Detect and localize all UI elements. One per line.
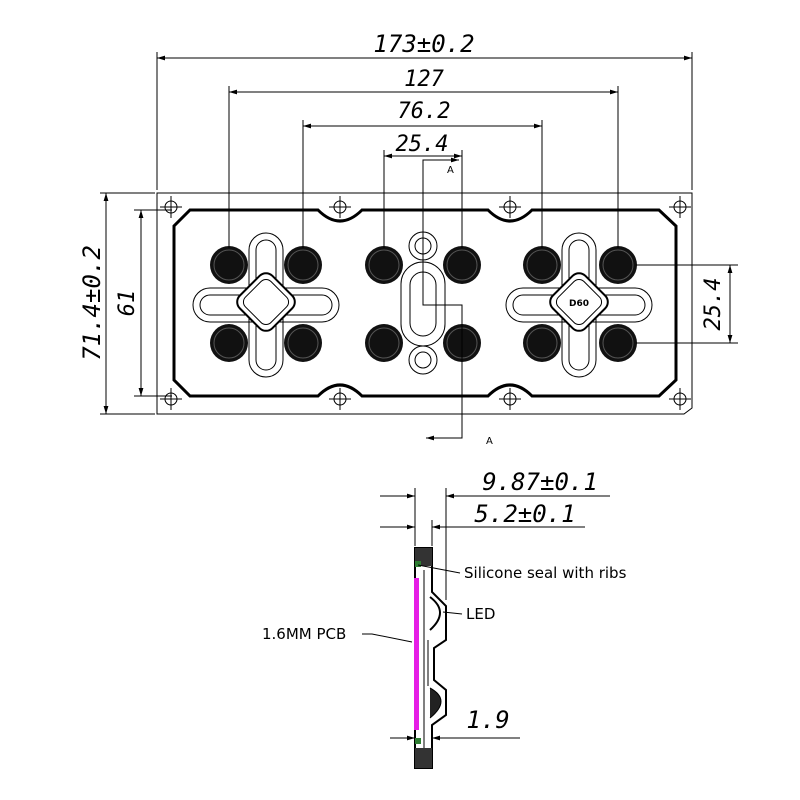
dimension-173-label: 173±0.2 (373, 30, 474, 58)
dimension-127-label: 127 (404, 67, 444, 92)
lens-marking: D60 (569, 299, 589, 309)
pcb-layer (414, 578, 419, 730)
mounting-hole (329, 196, 351, 218)
mounting-hole (329, 388, 351, 410)
dimension-61-label: 61 (115, 290, 140, 317)
led-lens (210, 324, 248, 362)
section-mark-bottom: A (486, 436, 493, 447)
dimension-76-2-label: 76.2 (398, 99, 451, 124)
mounting-hole (160, 388, 182, 410)
dimension-5-2-label: 5.2±0.1 (474, 500, 575, 528)
section-view: 9.87±0.1 5.2±0.1 1.9 Silicone seal with … (262, 468, 627, 769)
led-lens (599, 246, 637, 284)
led-lens (443, 246, 481, 284)
mounting-hole (669, 388, 691, 410)
dimension-9-87-label: 9.87±0.1 (482, 468, 598, 496)
housing-outline (172, 208, 678, 398)
section-mark-top: A (447, 165, 454, 176)
led-lens (523, 324, 561, 362)
dimension-25-4-label: 25.4 (396, 132, 449, 157)
housing-bottom-cap (415, 748, 432, 768)
dimension-127 (228, 86, 619, 248)
mounting-hole (499, 388, 521, 410)
mounting-holes (160, 196, 691, 410)
dimension-25-4-vertical-label: 25.4 (701, 278, 726, 331)
led-lens (523, 246, 561, 284)
led-lens (365, 246, 403, 284)
led-lens (210, 246, 248, 284)
seal-leader (417, 564, 461, 574)
dimension-5-2 (380, 520, 585, 546)
dimension-25-4-horizontal (383, 150, 463, 248)
mounting-hole (160, 196, 182, 218)
dimension-71-4-label: 71.4±0.2 (78, 245, 106, 361)
dimension-9-87 (380, 488, 610, 600)
section-line-a (422, 157, 463, 441)
mounting-hole (499, 196, 521, 218)
led-lens (284, 324, 322, 362)
dimension-25-4-vertical (636, 264, 738, 344)
mounting-hole (669, 196, 691, 218)
led-lens (365, 324, 403, 362)
led-lens (599, 324, 637, 362)
dimension-173 (156, 52, 693, 190)
led-dome (429, 596, 441, 631)
dimension-1-9-label: 1.9 (466, 706, 509, 734)
pcb-callout: 1.6MM PCB (262, 625, 346, 643)
dimension-71-4 (100, 192, 155, 415)
seal-callout: Silicone seal with ribs (464, 564, 627, 582)
silicone-seal-bottom (415, 738, 421, 744)
led-lens (284, 246, 322, 284)
silicone-seal (415, 561, 421, 567)
outer-plate-outline (156, 192, 693, 415)
left-lens-group (192, 232, 340, 378)
led-dome-lower (429, 687, 442, 719)
led-callout: LED (466, 605, 495, 623)
dimension-76-2 (302, 120, 543, 248)
pcb-leader (362, 633, 413, 643)
right-lens-group: D60 (505, 232, 653, 378)
top-view: D60 A A 173±0.2 1 (78, 30, 738, 447)
center-lens-group (365, 231, 481, 375)
section-housing (414, 547, 447, 769)
led-leader (442, 611, 463, 615)
dimension-61 (134, 209, 172, 397)
